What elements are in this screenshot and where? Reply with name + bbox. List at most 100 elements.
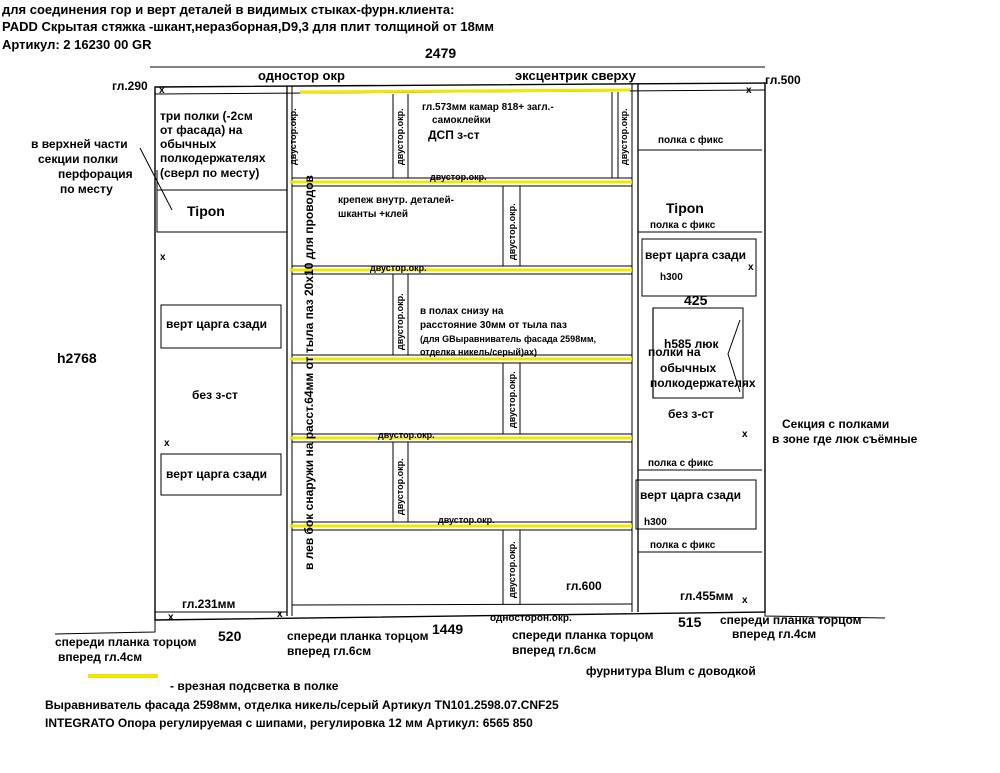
right-shelf-fixed-4: полка с фикс bbox=[650, 539, 716, 551]
partition-5 bbox=[392, 442, 409, 522]
right-rear-rail-2: верт царга сзади bbox=[640, 488, 741, 502]
right-shelves-note-1: полки на bbox=[648, 345, 701, 359]
middle-shelves bbox=[292, 177, 632, 531]
edge-label-vertical-2: двустор.окр. bbox=[395, 108, 405, 165]
middle-front-plank-right-2: вперед гл.6см bbox=[512, 643, 596, 657]
left-bottom-depth: гл.231мм bbox=[182, 597, 236, 611]
header-line-1: для соединения гор и верт деталей в види… bbox=[2, 2, 454, 17]
depth-left-top: гл.290 bbox=[112, 79, 148, 93]
three-shelves-3: обычных bbox=[160, 137, 216, 151]
left-tipon-box bbox=[156, 190, 287, 233]
top-compartment-line-1: гл.573мм камар 818+ загл.- bbox=[422, 102, 554, 113]
middle-bottom-width: 1449 bbox=[432, 621, 463, 637]
left-x-marks: x x x x x bbox=[159, 85, 283, 623]
single-edge-bottom: односторон.окр. bbox=[490, 613, 572, 624]
rear-rail-2: верт царга сзади bbox=[166, 467, 267, 481]
left-front-plank-2: вперед гл.4см bbox=[58, 650, 142, 664]
perforation-note-3: перфорация bbox=[58, 167, 133, 181]
right-bottom-width: 515 bbox=[678, 614, 702, 630]
edge-label-vertical-5: двустор.окр. bbox=[395, 293, 405, 350]
shelf-5 bbox=[292, 521, 632, 531]
x-mark: x bbox=[159, 85, 165, 96]
right-h300-1: h300 bbox=[660, 272, 683, 283]
edge-label-vertical-7: двустор.окр. bbox=[395, 458, 405, 515]
no-fasteners-right: без з-ст bbox=[668, 407, 714, 421]
removable-note-2: в зоне где люк съёмные bbox=[772, 432, 918, 446]
shelf-2 bbox=[292, 265, 632, 275]
edge-label-vertical-3: двустор.окр. bbox=[619, 108, 629, 165]
three-shelves-5: (сверл по месту) bbox=[160, 166, 259, 180]
rear-rail-box-2 bbox=[160, 453, 282, 496]
fastening-note-2: шканты +клей bbox=[338, 209, 408, 220]
partition-4 bbox=[502, 363, 521, 434]
x-mark: x bbox=[746, 85, 752, 96]
right-front-plank-2: вперед гл.4см bbox=[732, 627, 816, 641]
edge-label-shelf-2: двустор.окр. bbox=[370, 263, 427, 273]
perforation-note-4: по месту bbox=[60, 182, 113, 196]
middle-front-plank-2: вперед гл.6см bbox=[287, 644, 371, 658]
right-shelf-fixed-1: полка с фикс bbox=[658, 134, 724, 146]
shelf-1 bbox=[292, 177, 632, 187]
edge-label-vertical-4: двустор.окр. bbox=[507, 203, 517, 260]
right-bottom-depth: гл.455мм bbox=[680, 589, 734, 603]
edge-label-vertical-8: двустор.окр. bbox=[507, 541, 517, 598]
header-line-2: PADD Скрытая стяжка -шкант,неразборная,D… bbox=[2, 19, 494, 34]
middle-bottom-depth: гл.600 bbox=[566, 579, 602, 593]
shelf-4 bbox=[292, 433, 632, 443]
led-strip-top bbox=[299, 88, 631, 94]
right-rear-rail-box-2 bbox=[635, 479, 757, 530]
right-rear-rail-box-1 bbox=[641, 238, 757, 297]
right-shelf-fixed-3: полка с фикс bbox=[648, 457, 714, 469]
hatch-label: h585 люк bbox=[664, 337, 720, 351]
top-compartment-line-3: ДСП з-ст bbox=[428, 128, 480, 142]
floor-groove-2: расстояние 30мм от тыла паз bbox=[420, 320, 567, 331]
right-front-plank-1: спереди планка торцом bbox=[720, 613, 862, 627]
x-mark: x bbox=[168, 612, 174, 623]
led-strips bbox=[290, 88, 632, 528]
edge-label-shelf-1: двустор.окр. bbox=[430, 172, 487, 182]
wire-groove-note: в лев бок снаружи на расст.64мм от тыла … bbox=[302, 175, 316, 570]
three-shelves-4: полкодержателях bbox=[160, 151, 266, 165]
total-width: 2479 bbox=[425, 45, 456, 61]
label-eccentric-top: эксцентрик сверху bbox=[515, 68, 637, 83]
right-shelves-note-2: обычных bbox=[660, 361, 716, 375]
tipon-right: Tipon bbox=[666, 200, 704, 216]
x-mark: x bbox=[748, 262, 754, 273]
shelf-3 bbox=[292, 354, 632, 364]
edge-label-shelf-4: двустор.окр. bbox=[378, 430, 435, 440]
right-shelf-fixed-2: полка с фикс bbox=[650, 219, 716, 231]
three-shelves-2: от фасада) на bbox=[160, 123, 243, 137]
right-rear-rail-1: верт царга сзади bbox=[645, 248, 746, 262]
right-shelves-note-3: полкодержателях bbox=[650, 376, 756, 390]
x-mark: x bbox=[160, 252, 166, 263]
floor-groove-1: в полах снизу на bbox=[420, 306, 504, 317]
middle-front-plank-right-1: спереди планка торцом bbox=[512, 628, 654, 642]
right-h300-2: h300 bbox=[644, 517, 667, 528]
edge-label-vertical-6: двустор.окр. bbox=[507, 371, 517, 428]
perforation-pointer bbox=[139, 147, 173, 211]
left-front-plank-1: спереди планка торцом bbox=[55, 635, 197, 649]
height-dimension: h2768 bbox=[57, 350, 97, 366]
middle-partitions bbox=[392, 92, 619, 604]
floor-groove-3: (для GВыравниватель фасада 2598мм, bbox=[420, 334, 596, 344]
no-fasteners-left: без з-ст bbox=[192, 388, 238, 402]
three-shelves-1: три полки (-2см bbox=[160, 109, 253, 123]
perforation-note-2: секции полки bbox=[38, 152, 118, 166]
partition-3 bbox=[392, 274, 409, 355]
partition-1a bbox=[392, 94, 409, 178]
x-mark: x bbox=[164, 438, 170, 449]
rear-rail-box-1 bbox=[160, 304, 282, 349]
footer-line-2: INTEGRATO Опора регулируемая с шипами, р… bbox=[45, 716, 533, 730]
label-single-edge-top: одностор окр bbox=[258, 68, 345, 83]
right-x-marks: x x x x bbox=[742, 85, 754, 606]
right-width-425: 425 bbox=[684, 292, 708, 308]
left-bottom-width: 520 bbox=[218, 628, 242, 644]
left-plank-leader bbox=[54, 620, 156, 635]
top-compartment-line-2: самоклейки bbox=[432, 115, 491, 126]
depth-right-top: гл.500 bbox=[765, 73, 801, 87]
x-mark: x bbox=[742, 429, 748, 440]
tipon-left: Tipon bbox=[187, 203, 225, 219]
hatch-pointer bbox=[727, 319, 741, 393]
legend-hardware: фурнитура Blum с доводкой bbox=[586, 664, 756, 678]
